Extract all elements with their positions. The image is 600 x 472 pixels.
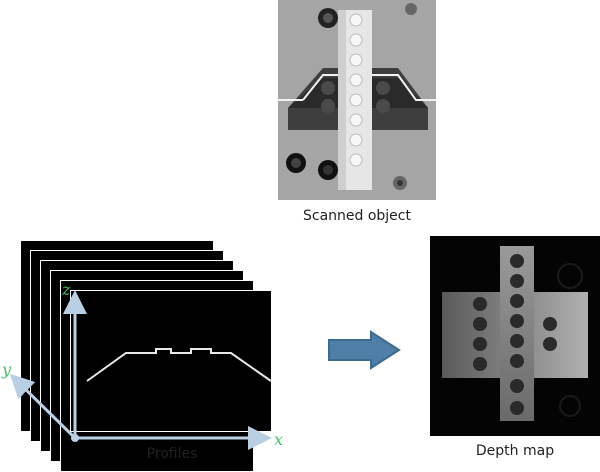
axis-origin — [71, 434, 79, 442]
scanned-object-drawing — [278, 0, 436, 200]
profiles-caption: Profiles — [146, 446, 198, 462]
scanned-object-photo — [278, 0, 436, 200]
depth-map-image — [430, 236, 600, 436]
profile-frame-front — [70, 290, 272, 432]
laser-profile-line — [86, 348, 271, 382]
depth-map-caption: Depth map — [475, 443, 555, 459]
scanned-object-caption: Scanned object — [302, 208, 411, 224]
depth-map-drawing — [442, 246, 588, 421]
right-arrow-icon — [327, 330, 401, 370]
z-axis-label: z — [62, 280, 71, 299]
y-axis-line — [9, 373, 77, 440]
y-axis-label: y — [2, 360, 12, 379]
coordinate-axes — [9, 290, 272, 450]
x-axis-label: x — [274, 430, 284, 449]
